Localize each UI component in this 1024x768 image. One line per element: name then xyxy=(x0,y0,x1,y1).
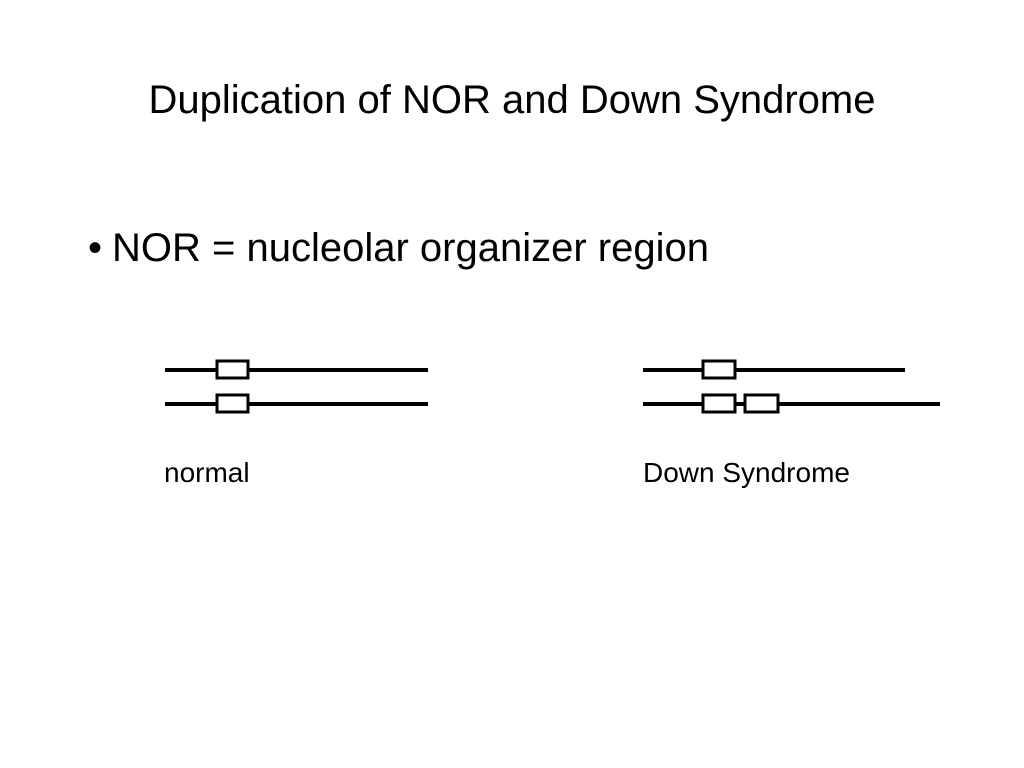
bullet-text: NOR = nucleolar organizer region xyxy=(112,226,709,270)
caption-down-syndrome: Down Syndrome xyxy=(643,457,850,488)
nor-box xyxy=(215,359,250,380)
nor-box xyxy=(215,393,250,414)
nor-box xyxy=(701,393,737,414)
nor-box xyxy=(701,359,737,380)
bullet-marker: • xyxy=(88,226,103,270)
nor-box-duplicate xyxy=(743,393,780,414)
down-chromosome-2 xyxy=(643,393,940,414)
normal-chromosome-2 xyxy=(165,393,428,414)
normal-chromosome-1 xyxy=(165,359,428,380)
caption-normal: normal xyxy=(164,457,250,488)
bullet-item: •NOR = nucleolar organizer region xyxy=(88,222,709,274)
slide-title: Duplication of NOR and Down Syndrome xyxy=(148,78,876,122)
down-chromosome-1 xyxy=(643,359,905,380)
